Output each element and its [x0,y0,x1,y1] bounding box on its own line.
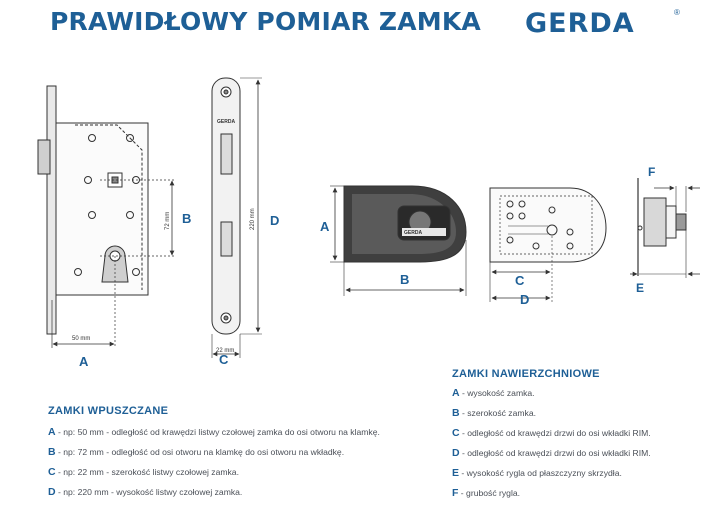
label-D-rim: D [520,292,529,307]
faceplate-drawing [211,77,262,358]
rim-item-A: A - wysokość zamka. [452,387,535,399]
mortise-description-list: A - np: 50 mm - odległość od krawędzi li… [48,427,380,507]
label-C-rim: C [515,273,525,288]
dim-22mm: 22 mm [216,348,234,354]
screw-hole [88,134,96,142]
label-F-rim: F [648,165,655,179]
rim-bolt [675,213,687,231]
logo-text: GERDA [525,8,635,39]
mortise-lock-drawing [37,85,176,348]
label-C-mortise: C [219,352,229,367]
latch-bolt [37,139,51,175]
rim-lock-mechanism-drawing [489,187,607,302]
label-A-rim: A [320,219,330,234]
dim-72mm: 72 mm [165,212,171,230]
bolt-opening [220,221,233,257]
rim-item-B: B - szerokość zamka. [452,407,537,419]
label-A-mortise: A [79,354,89,369]
rim-lock-housing-drawing [330,185,467,296]
gerda-logo: GERDA ® [525,6,685,40]
faceplate-brand: GERDA [217,119,235,125]
rim-brand: GERDA [404,230,422,236]
label-B-rim: B [400,272,409,287]
body-outline-dashed [75,124,143,290]
rim-section-heading: ZAMKI NAWIERZCHNIOWE [452,368,600,380]
rim-lock-side-drawing [630,178,700,278]
latch-opening [220,133,233,175]
rim-item-F: F - grubość rygla. [452,487,521,499]
rim-item-C: C - odległość od krawędzi drzwi do osi w… [452,427,651,439]
rim-item-E: E - wysokość rygla od płaszczyzny skrzyd… [452,467,622,479]
mortise-body [55,122,149,296]
mortise-item-B: B - np: 72 mm - odległość od osi otworu … [48,446,345,458]
rim-side-body [643,197,667,247]
mortise-item-C: C - np: 22 mm - szerokość listwy czołowe… [48,466,239,478]
faceplate-front [211,77,241,335]
label-D-mortise: D [270,213,279,228]
label-E-rim: E [636,281,644,295]
registered-mark: ® [674,8,680,17]
mortise-section-heading: ZAMKI WPUSZCZANE [48,405,169,417]
rim-description-list: A - wysokość zamka. B - szerokość zamka.… [452,388,651,508]
dim-50mm: 50 mm [72,336,90,342]
mortise-item-A: A - np: 50 mm - odległość od krawędzi li… [48,426,380,438]
mortise-faceplate-side [46,85,57,335]
page-title: PRAWIDŁOWY POMIAR ZAMKA [50,7,481,36]
dim-220mm: 220 mm [250,208,256,230]
rim-mechanism-body [489,187,607,263]
mortise-item-D: D - np: 220 mm - wysokość listwy czołowe… [48,486,243,498]
label-B-mortise: B [182,211,191,226]
rim-item-D: D - odległość od krawędzi drzwi do osi w… [452,447,651,459]
rim-cylinder-axis [546,224,558,236]
